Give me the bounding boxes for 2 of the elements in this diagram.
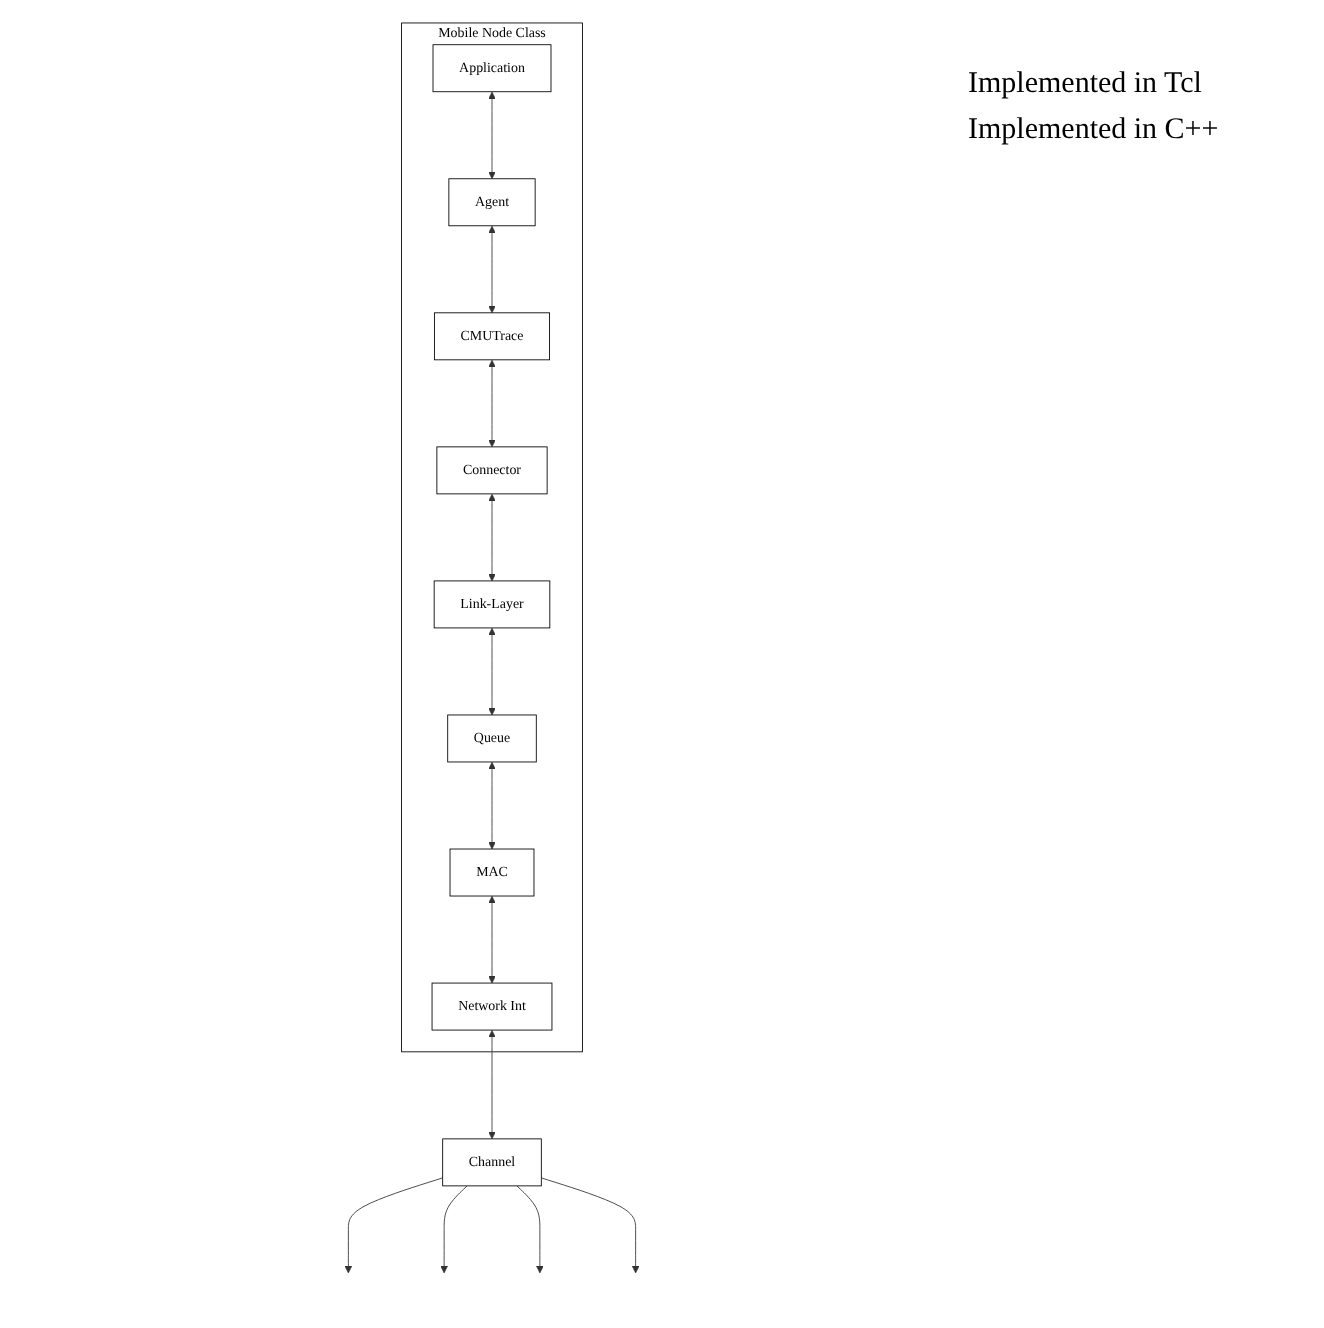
- note-text: Implemented in Tcl: [968, 68, 1204, 102]
- note-text: Implemented in C++: [968, 114, 1221, 148]
